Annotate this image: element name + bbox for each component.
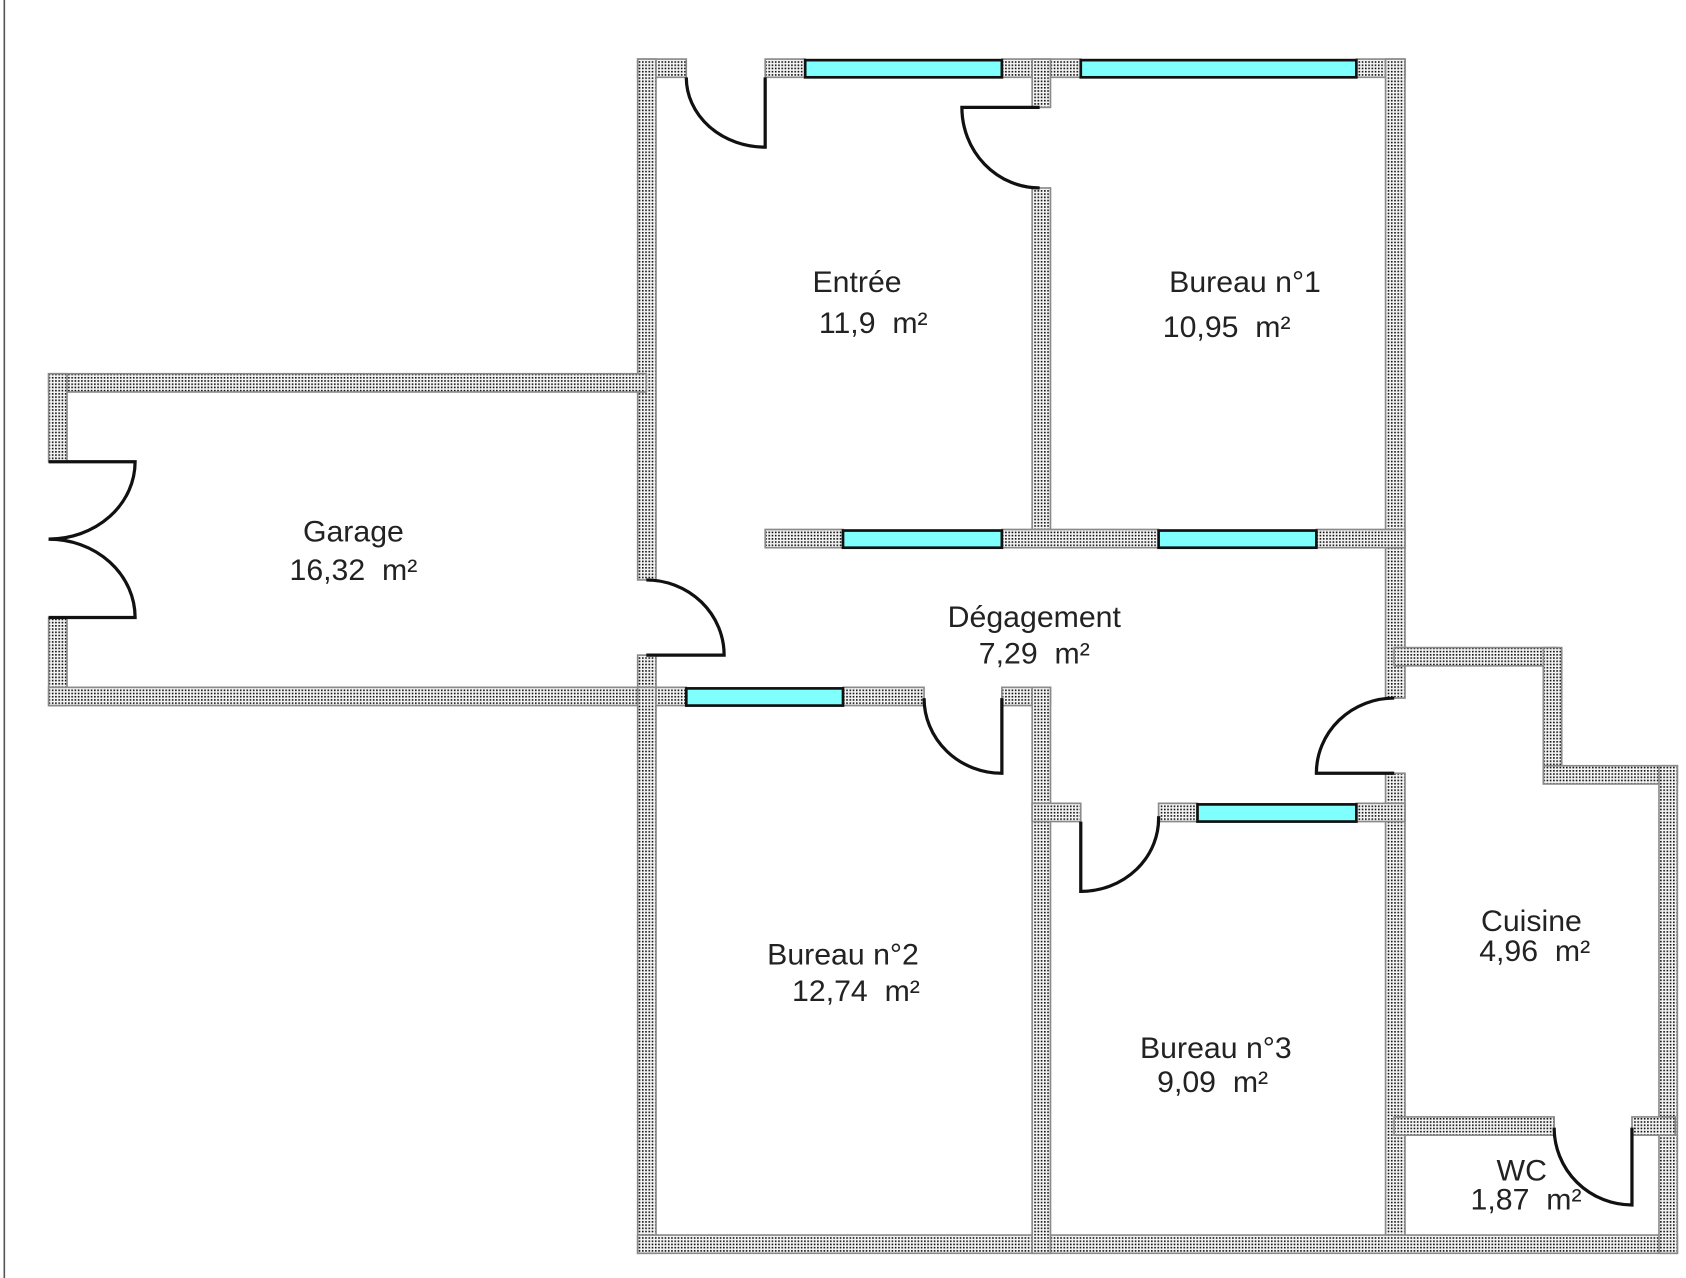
room-name-garage: Garage — [303, 515, 404, 548]
window — [803, 58, 1004, 79]
doors — [48, 77, 1634, 1207]
door-bureau3 — [1079, 816, 1161, 893]
door-bureau1 — [960, 105, 1040, 190]
room-area-bureau1: 10,95 m² — [1163, 311, 1291, 344]
room-area-entree: 11,9 m² — [819, 307, 928, 340]
window — [1079, 58, 1358, 79]
room-area-wc: 1,87 m² — [1471, 1183, 1582, 1216]
window — [841, 529, 1004, 550]
room-area-cuisine: 4,96 m² — [1479, 935, 1590, 968]
door-wc — [1552, 1127, 1634, 1207]
room-area-garage: 16,32 m² — [290, 554, 418, 587]
room-labels: Entrée 11,9 m² Bureau n°1 10,95 m² Garag… — [290, 266, 1591, 1216]
room-name-wc: WC — [1497, 1154, 1547, 1187]
room-name-bureau3: Bureau n°3 — [1140, 1032, 1292, 1065]
room-name-bureau2: Bureau n°2 — [767, 938, 919, 971]
door-bureau2 — [922, 698, 1004, 775]
window — [1196, 803, 1358, 823]
window — [684, 687, 845, 707]
room-name-cuisine: Cuisine — [1481, 905, 1582, 938]
room-name-entree: Entrée — [812, 266, 901, 299]
door-garage-left — [48, 460, 137, 541]
room-name-degagement: Dégagement — [948, 601, 1122, 634]
door-garage-degagement — [646, 578, 726, 657]
room-area-bureau3: 9,09 m² — [1157, 1066, 1268, 1099]
walls — [47, 58, 1679, 1255]
room-area-degagement: 7,29 m² — [979, 638, 1090, 671]
door-garage-right — [48, 537, 137, 620]
door-entree — [684, 77, 767, 149]
room-name-bureau1: Bureau n°1 — [1169, 266, 1321, 299]
window — [1157, 529, 1318, 550]
door-cuisine — [1314, 696, 1395, 775]
room-area-bureau2: 12,74 m² — [792, 975, 920, 1008]
windows — [684, 58, 1358, 823]
